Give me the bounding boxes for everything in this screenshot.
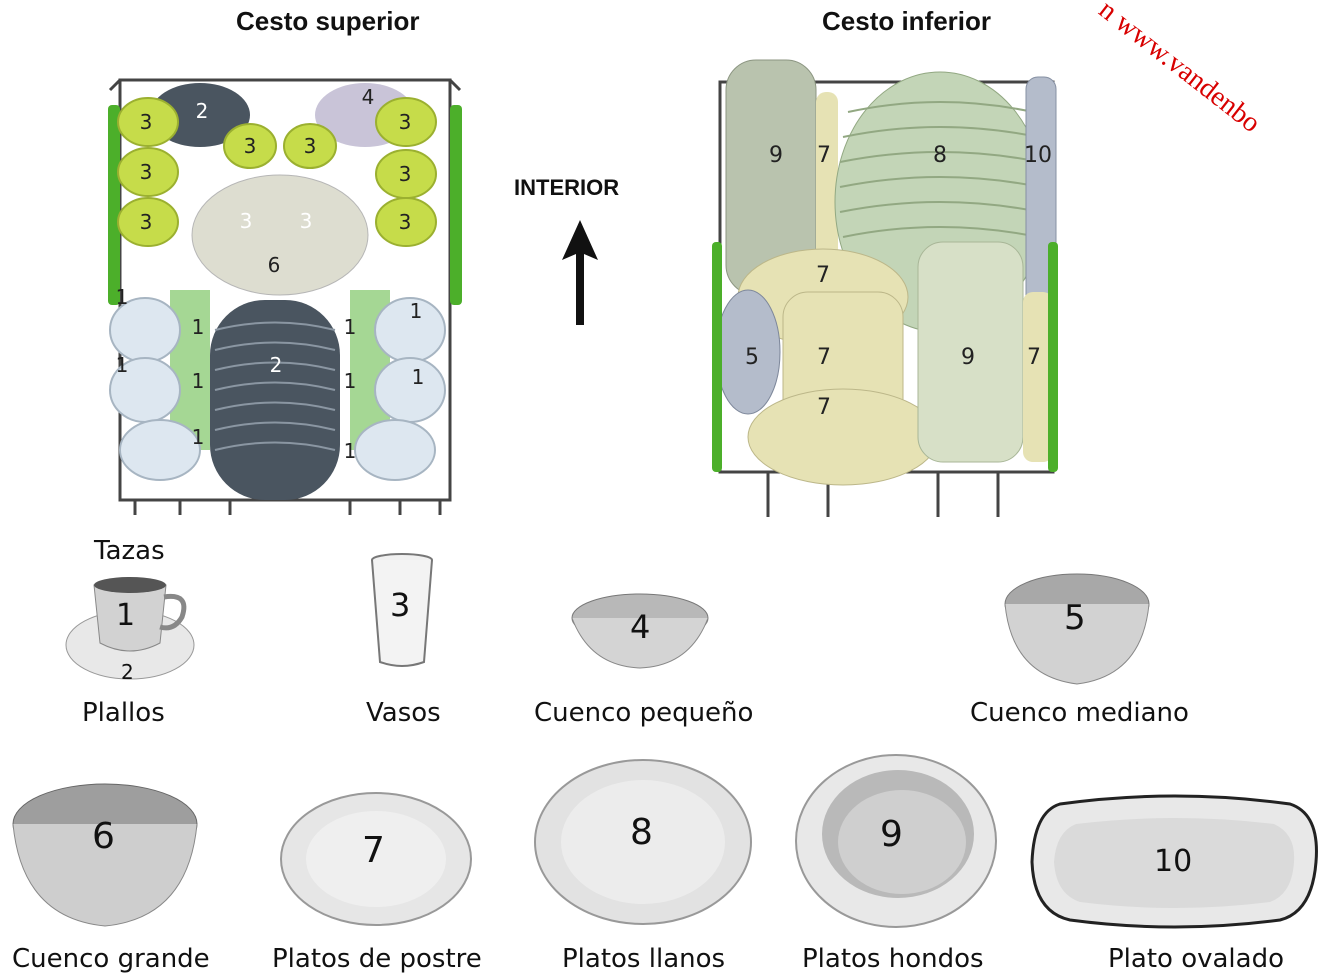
svg-text:3: 3 — [304, 134, 317, 158]
svg-text:1: 1 — [116, 285, 129, 309]
svg-text:1: 1 — [344, 369, 357, 393]
svg-text:9: 9 — [961, 345, 975, 370]
oval-plate-icon — [1030, 794, 1318, 929]
svg-text:7: 7 — [1027, 345, 1041, 370]
svg-text:3: 3 — [399, 162, 412, 186]
legend-1-number: 1 — [116, 598, 136, 633]
legend-vasos-label: Vasos — [366, 698, 441, 728]
legend-tazas-label: Tazas — [94, 536, 165, 566]
legend-plallos-label: Plallos — [82, 698, 165, 728]
legend-6-number: 6 — [92, 816, 115, 857]
legend-10-number: 10 — [1154, 844, 1193, 879]
upper-glasses — [117, 97, 437, 247]
svg-text:6: 6 — [268, 253, 281, 277]
svg-text:3: 3 — [140, 210, 153, 234]
dessert-plate-icon — [280, 792, 472, 926]
legend-platos-hondos-label: Platos hondos — [802, 944, 984, 974]
svg-text:2: 2 — [270, 353, 283, 377]
legend-plato-ovalado-label: Plato ovalado — [1108, 944, 1284, 974]
svg-text:1: 1 — [344, 315, 357, 339]
svg-text:1: 1 — [412, 365, 425, 389]
svg-text:7: 7 — [817, 395, 831, 420]
svg-text:7: 7 — [816, 263, 830, 288]
svg-text:3: 3 — [240, 209, 253, 233]
svg-text:4: 4 — [362, 85, 375, 109]
legend-platos-llanos-label: Platos llanos — [562, 944, 726, 974]
upper-basket-numbers: 2 4 3 3 3 3 3 3 3 3 3 3 6 1 1 1 1 1 1 1 1 1 1 2 — [116, 85, 425, 463]
svg-text:1: 1 — [192, 315, 205, 339]
svg-text:3: 3 — [399, 110, 412, 134]
svg-text:3: 3 — [140, 110, 153, 134]
flat-plate-icon — [534, 759, 752, 925]
legend-3-number: 3 — [390, 586, 411, 624]
legend-9-number: 9 — [880, 814, 903, 855]
legend-cuenco-grande-label: Cuenco grande — [12, 944, 210, 974]
lower-basket-numbers: 9 7 8 10 7 5 7 9 7 7 — [745, 143, 1052, 420]
svg-text:3: 3 — [244, 134, 257, 158]
svg-text:1: 1 — [116, 353, 129, 377]
legend-2-number: 2 — [121, 660, 134, 684]
upper-rack-frame — [108, 78, 462, 515]
legend-platos-postre-label: Platos de postre — [272, 944, 482, 974]
svg-text:3: 3 — [399, 210, 412, 234]
upper-plate-stack — [210, 300, 340, 500]
interior-label: INTERIOR — [514, 175, 620, 200]
legend-cuenco-pequeno-label: Cuenco pequeño — [534, 698, 754, 728]
svg-text:1: 1 — [344, 439, 357, 463]
legend-cuenco-mediano-label: Cuenco mediano — [970, 698, 1189, 728]
svg-text:10: 10 — [1024, 143, 1052, 168]
upper-large-bowl — [191, 174, 369, 296]
svg-text:5: 5 — [745, 345, 759, 370]
legend-7-number: 7 — [362, 830, 385, 871]
svg-text:8: 8 — [933, 143, 947, 168]
svg-text:1: 1 — [192, 369, 205, 393]
interior-arrow-icon — [562, 220, 598, 325]
legend-8-number: 8 — [630, 812, 653, 853]
svg-text:2: 2 — [196, 99, 209, 123]
svg-text:9: 9 — [769, 143, 783, 168]
legend-5-number: 5 — [1064, 598, 1086, 638]
upper-cups — [109, 297, 446, 481]
svg-text:7: 7 — [817, 345, 831, 370]
svg-text:7: 7 — [817, 143, 831, 168]
large-bowl-icon — [12, 783, 198, 927]
upper-basket-diagram: 2 4 3 3 3 3 3 3 3 3 3 3 6 1 1 1 1 1 1 1 1 1 1 2 — [108, 78, 462, 515]
watermark-text: n www.vandenbo — [1092, 0, 1267, 139]
glass-icon — [371, 553, 433, 667]
upper-basket-title: Cesto superior — [236, 6, 420, 36]
lower-basket-diagram: 9 7 8 10 7 5 7 9 7 7 — [712, 59, 1058, 517]
deep-plate-icon — [795, 754, 997, 928]
medium-bowl-icon — [1004, 573, 1150, 685]
lower-basket-title: Cesto inferior — [822, 6, 992, 36]
svg-text:1: 1 — [410, 299, 423, 323]
svg-text:1: 1 — [192, 425, 205, 449]
svg-text:3: 3 — [300, 209, 313, 233]
legend-4-number: 4 — [630, 608, 651, 646]
small-bowl-icon — [571, 593, 709, 669]
cup-saucer-icon — [65, 577, 195, 680]
svg-text:3: 3 — [140, 160, 153, 184]
